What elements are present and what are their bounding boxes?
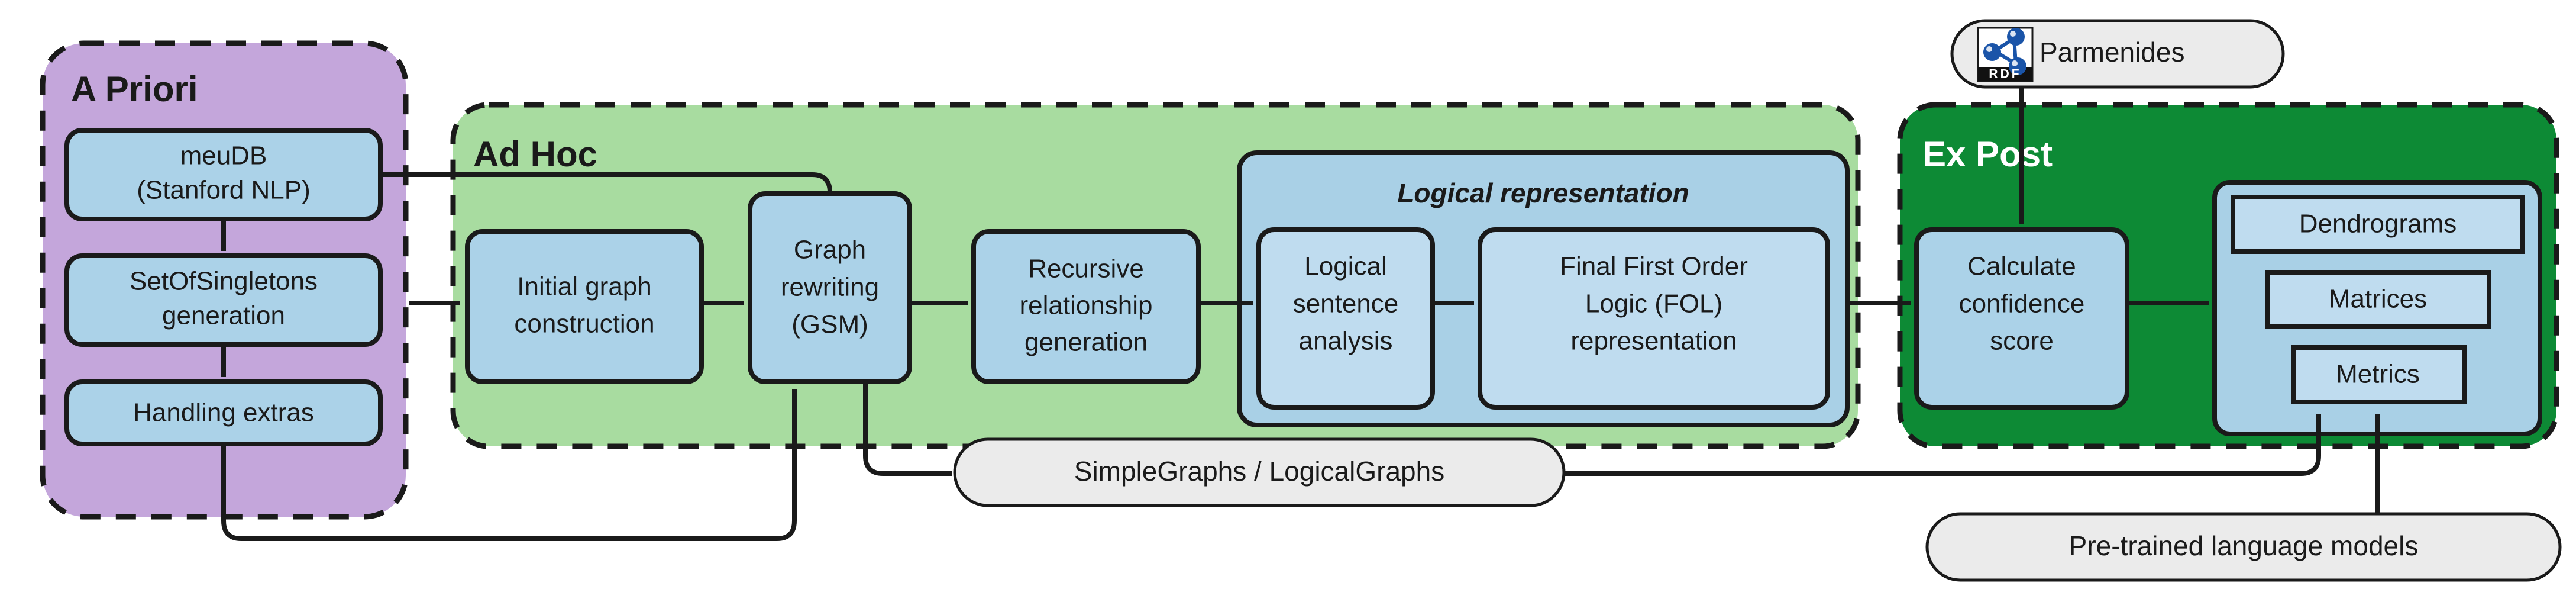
node-final-fol-representation[interactable] (1478, 227, 1830, 410)
node-final-fol-line-2: representation (1570, 327, 1737, 356)
result-item-dendrograms[interactable] (2231, 195, 2525, 254)
rdf-icon: RDF (1977, 27, 2034, 82)
result-item-metrics-label: Metrics (2336, 360, 2420, 389)
pill-pretrained-language-models[interactable] (1925, 512, 2562, 582)
node-graph-rewriting-line-2: (GSM) (791, 310, 868, 339)
group-ad-hoc-title: Ad Hoc (473, 134, 597, 174)
edge-handling-extras-to-graph-rewriting (221, 389, 794, 541)
node-setofsingletons-line-0: SetOfSingletons (130, 267, 318, 296)
pill-parmenides-label: Parmenides (2040, 37, 2184, 67)
node-recursive-line-2: generation (1024, 328, 1148, 357)
edge-graphs-pill-to-results (1564, 414, 2319, 476)
node-setofsingletons-line-1: generation (162, 301, 285, 330)
node-meudb-line-1: (Stanford NLP) (137, 176, 310, 205)
result-item-dendrograms-label: Dendrograms (2299, 210, 2457, 239)
edge-meudb-to-graph-rewriting (380, 172, 830, 192)
node-recursive-relationship-generation[interactable] (971, 229, 1201, 384)
node-initial-graph-construction-line-0: Initial graph (517, 272, 651, 301)
group-ex-post-title: Ex Post (1922, 134, 2053, 174)
node-recursive-line-0: Recursive (1028, 255, 1144, 284)
node-handling-extras-label: Handling extras (133, 398, 314, 427)
node-calculate-confidence-line-1: confidence (1959, 289, 2085, 318)
result-item-matrices[interactable] (2265, 270, 2491, 329)
node-final-fol-line-0: Final First Order (1560, 252, 1748, 281)
node-logical-sentence-line-2: analysis (1299, 327, 1393, 356)
node-logical-sentence-line-0: Logical (1304, 252, 1386, 281)
node-initial-graph-construction-line-1: construction (514, 310, 654, 339)
node-logical-sentence-analysis[interactable] (1256, 227, 1435, 410)
result-item-metrics[interactable] (2291, 345, 2467, 404)
node-meudb-line-0: meuDB (180, 141, 267, 170)
subgroup-logical-representation-title: Logical representation (1397, 178, 1689, 208)
node-calculate-confidence-line-2: score (1990, 327, 2054, 356)
node-initial-graph-construction[interactable] (465, 229, 704, 384)
pill-parmenides[interactable] (1950, 19, 2285, 89)
node-graph-rewriting-line-0: Graph (794, 236, 866, 265)
group-a-priori-title: A Priori (71, 69, 198, 109)
node-logical-sentence-line-1: sentence (1293, 289, 1399, 318)
node-recursive-line-1: relationship (1019, 291, 1152, 320)
edge-graph-rewriting-to-graphs-pill (863, 384, 952, 476)
pill-pretrained-language-models-label: Pre-trained language models (2069, 530, 2419, 561)
node-graph-rewriting-line-1: rewriting (781, 273, 879, 302)
result-item-matrices-label: Matrices (2329, 285, 2427, 314)
node-calculate-confidence-score[interactable] (1914, 227, 2129, 410)
pill-simplegraphs-logicalgraphs-label: SimpleGraphs / LogicalGraphs (1074, 456, 1444, 487)
node-final-fol-line-1: Logic (FOL) (1585, 289, 1722, 318)
rdf-icon-caption: RDF (1989, 67, 2021, 81)
node-calculate-confidence-line-0: Calculate (1967, 252, 2076, 281)
